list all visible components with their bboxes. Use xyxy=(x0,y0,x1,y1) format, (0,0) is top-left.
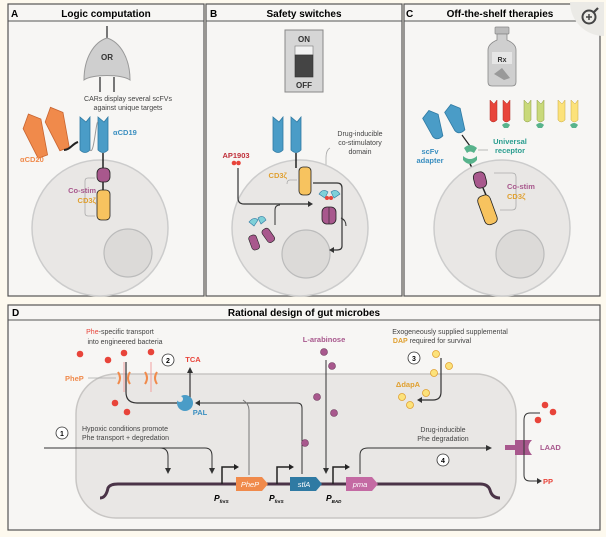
costim-domain xyxy=(472,171,488,189)
promoter-arrows xyxy=(221,466,347,484)
gene-phep xyxy=(236,477,268,491)
adapter-line-2: adapter xyxy=(416,156,443,165)
panel-d-title: Rational design of gut microbes xyxy=(228,308,381,319)
monomer-costim-icon xyxy=(248,216,275,251)
gene-phep-label: PheP xyxy=(241,480,259,489)
car-scfv-icon xyxy=(272,115,302,168)
step-2-badge xyxy=(161,353,175,367)
step-1: 1 xyxy=(60,431,64,438)
dap-line-2: DAP required for survival xyxy=(393,338,472,345)
label-costim: Co-stim xyxy=(507,182,535,191)
caption-line-2: against unique targets xyxy=(94,105,163,112)
nucleus xyxy=(103,228,153,278)
label-costim: Co-stim xyxy=(68,186,96,195)
nucleus xyxy=(281,229,331,279)
bottle-label: Rx xyxy=(498,57,507,64)
annotation-line-3: domain xyxy=(349,149,372,156)
promoter-2: PfnrS xyxy=(269,493,284,504)
pal-enzyme-icon xyxy=(177,395,193,411)
zoom-in-icon xyxy=(581,7,599,25)
label-cd19: αCD19 xyxy=(113,128,137,137)
drug-line-2: Phe degradation xyxy=(417,436,468,443)
dap-molecules xyxy=(398,350,453,409)
step-4: 4 xyxy=(441,458,445,465)
pp-label: PP xyxy=(543,477,553,486)
receptor-line-2: receptor xyxy=(495,146,525,155)
promoter-3: PBAD xyxy=(326,493,342,504)
switch-on-label: ON xyxy=(298,35,310,44)
gene-stla xyxy=(290,477,322,491)
phep-transporter-icon xyxy=(117,362,158,392)
arabinose-molecules xyxy=(301,348,338,447)
panel-a: A Logic computation OR CARs display seve… xyxy=(7,3,205,297)
step-3-badge xyxy=(407,351,421,365)
panel-d-letter: D xyxy=(12,308,19,319)
panel-b-title: Safety switches xyxy=(266,9,341,20)
phe-molecules xyxy=(76,348,155,416)
drug-bottle-icon xyxy=(487,26,517,87)
receptor-line-1: Universal xyxy=(493,137,527,146)
drug-label: AP1903 xyxy=(222,151,249,160)
phe-transport-line-1: Phe-specific transport xyxy=(86,329,154,336)
laad-label: LAAD xyxy=(540,443,561,452)
t-cell xyxy=(433,159,571,297)
arabinose-label: L-arabinose xyxy=(303,335,346,344)
panel-b-letter: B xyxy=(210,9,217,20)
cd3-domain xyxy=(477,194,498,226)
dimerized-costim-icon xyxy=(318,190,341,225)
colored-scfv-icons xyxy=(489,99,579,128)
pal-label: PAL xyxy=(193,408,208,417)
dap-line-1: Exogeneously supplied supplemental xyxy=(392,329,508,336)
nucleus xyxy=(495,229,545,279)
hypoxic-line-1: Hypoxic conditions promote xyxy=(82,426,168,433)
label-cd3: CD3ζ xyxy=(507,192,526,201)
drug-arrow xyxy=(237,168,310,205)
gene-stla-label: stlA xyxy=(298,480,311,489)
panel-a-title: Logic computation xyxy=(61,9,150,20)
or-gate-icon xyxy=(83,26,131,92)
cd3-domain xyxy=(298,166,312,196)
adapter-line-1: scFv xyxy=(421,147,439,156)
step-4-badge xyxy=(436,453,450,467)
phe-transport-line-2: into engineered bacteria xyxy=(87,339,162,346)
hypoxic-line-2: Phe transport + degredation xyxy=(82,435,169,442)
panel-b: B Safety switches ON OFF Drug-inducible … xyxy=(205,3,403,297)
promoter-1: PfnrS xyxy=(214,493,229,504)
cd20-scfv-icon xyxy=(22,106,79,159)
label-cd20: αCD20 xyxy=(20,155,44,164)
cd3-domain xyxy=(96,189,111,221)
caption-line-1: CARs display several scFVs xyxy=(84,96,172,103)
panel-c-title: Off-the-shelf therapies xyxy=(447,9,554,20)
label-cd3: CD3ζ xyxy=(78,196,97,205)
bacterium xyxy=(75,373,517,519)
drug-line-1: Drug-inducible xyxy=(420,427,465,434)
scfv-adapter-icon xyxy=(422,104,477,153)
dapa-label: ΔdapA xyxy=(396,380,421,389)
step-2: 2 xyxy=(166,358,170,365)
step-1-badge xyxy=(55,426,69,440)
gate-label: OR xyxy=(101,53,113,62)
panel-a-letter: A xyxy=(11,9,18,20)
toggle-switch-icon xyxy=(284,29,324,93)
costim-domain xyxy=(96,167,111,183)
phe-molecules-outside xyxy=(534,401,557,424)
panel-c: C Off-the-shelf therapies Rx xyxy=(403,3,601,297)
gene-pma xyxy=(346,477,378,491)
annotation-line-2: co-stimulatory xyxy=(338,140,382,147)
gene-pma-label: pma xyxy=(352,480,368,489)
tca-label: TCA xyxy=(185,355,201,364)
zoom-button[interactable] xyxy=(570,2,604,36)
cd19-scfv-icon xyxy=(79,115,109,168)
switch-off-label: OFF xyxy=(296,81,312,90)
step-3: 3 xyxy=(412,356,416,363)
ap1903-molecule xyxy=(231,160,237,166)
annotation-line-1: Drug-inducible xyxy=(337,131,382,138)
phep-label: PheP xyxy=(65,374,84,383)
label-cd3: CD3ζ xyxy=(269,171,288,180)
panel-d: D Rational design of gut microbes Phe-sp… xyxy=(7,304,601,531)
panel-c-letter: C xyxy=(406,9,413,20)
